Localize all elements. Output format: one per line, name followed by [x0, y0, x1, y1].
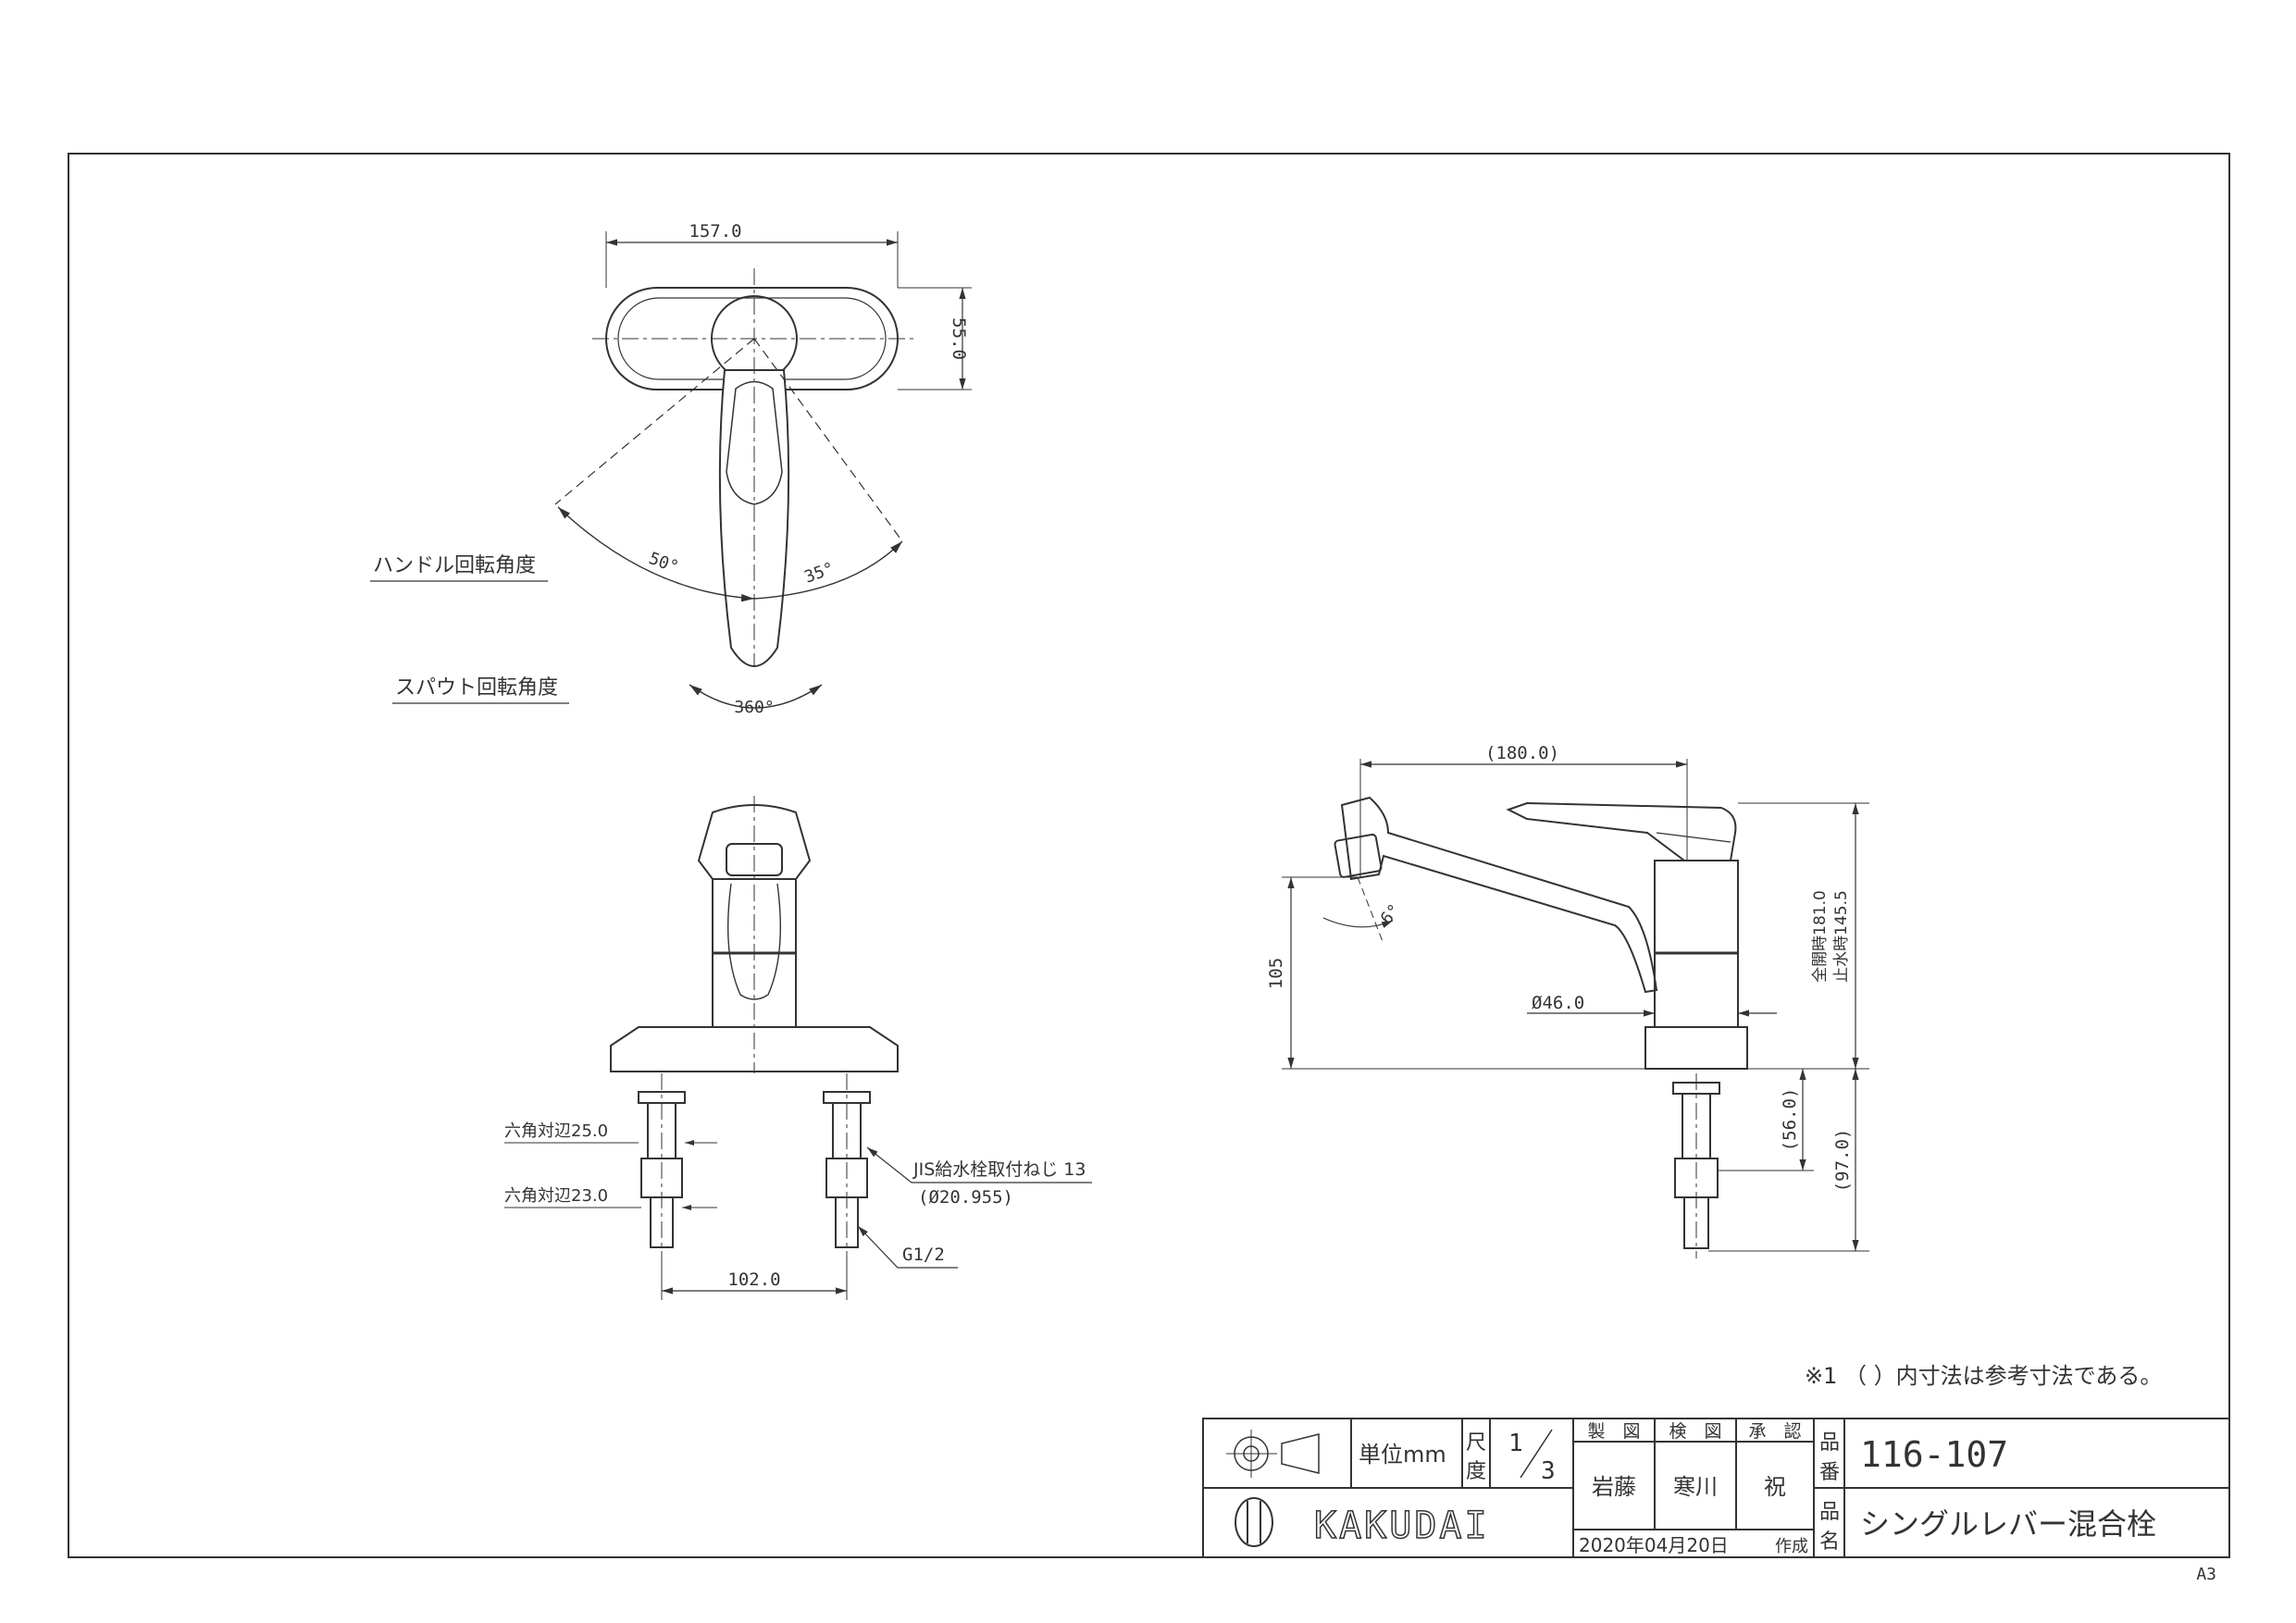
- scale-label-2: 度: [1466, 1460, 1486, 1483]
- scale-label-1: 尺: [1466, 1431, 1486, 1455]
- title-block: [1202, 1418, 2230, 1558]
- part-number: 116-107: [1860, 1434, 2008, 1475]
- side-view: [1282, 759, 1869, 1258]
- dim-height-closed: 止水時145.5: [1832, 890, 1851, 983]
- angle-outlet-label: 6°: [1377, 900, 1405, 928]
- made-label: 製 図: [1587, 1421, 1640, 1442]
- front-view: [504, 796, 1092, 1300]
- part-no-label-1: 品: [1819, 1431, 1840, 1455]
- side-lever: [1506, 801, 1737, 861]
- date-text: 2020年04月20日: [1579, 1534, 1729, 1556]
- part-no-label-2: 番: [1819, 1461, 1840, 1484]
- hex-lower-label: 六角対辺23.0: [504, 1186, 608, 1206]
- made-by: 岩藤: [1592, 1474, 1636, 1500]
- dim-front-pitch: 102.0: [727, 1270, 780, 1290]
- angle-right-label: 35°: [802, 559, 838, 588]
- dim-height-open: 全開時181.0: [1811, 890, 1830, 983]
- checked-by: 寒川: [1673, 1474, 1718, 1500]
- pipe-thread-label: G1/2: [902, 1245, 945, 1265]
- approve-label: 承 認: [1748, 1421, 1801, 1442]
- side-spout: [1340, 796, 1658, 994]
- part-name-label-2: 名: [1819, 1530, 1840, 1554]
- dim-top-width: 157.0: [689, 221, 741, 242]
- side-body: [1654, 860, 1739, 1028]
- angle-spout-label: 360°: [734, 698, 774, 717]
- jis-thread-label-2: (Ø20.955): [918, 1187, 1013, 1208]
- part-name-label-1: 品: [1819, 1501, 1840, 1524]
- dim-outlet-height: 105: [1266, 958, 1286, 989]
- dim-body-dia: Ø46.0: [1532, 993, 1584, 1013]
- dim-top-depth: 55.0: [949, 317, 969, 360]
- dim-spout-reach: (180.0): [1485, 743, 1559, 763]
- sheet-size: A3: [2196, 1565, 2216, 1584]
- spout-rotation-label: スパウト回転角度: [395, 676, 558, 700]
- scale-numerator: 1: [1508, 1430, 1523, 1457]
- top-view: [370, 231, 972, 709]
- handle-rotation-label: ハンドル回転角度: [373, 554, 536, 577]
- part-name: シングルレバー混合栓: [1860, 1506, 2156, 1542]
- front-base: [610, 1026, 899, 1072]
- approved-by: 祝: [1764, 1474, 1786, 1500]
- dim-below-deck-2: (97.0): [1832, 1129, 1853, 1193]
- check-label: 検 図: [1669, 1421, 1721, 1442]
- drawing-border: [68, 153, 2230, 1558]
- company-name: KAKUDAI: [1314, 1505, 1490, 1547]
- dim-below-deck-1: (56.0): [1780, 1088, 1800, 1152]
- jis-thread-label-1: JIS給水栓取付ねじ 13: [912, 1159, 1086, 1180]
- scale-denominator: 3: [1541, 1457, 1556, 1485]
- unit-label: 単位mm: [1359, 1442, 1446, 1468]
- hex-upper-label: 六角対辺25.0: [504, 1121, 608, 1141]
- reference-note: ※1 （ ）内寸法は参考寸法である。: [1805, 1363, 2162, 1389]
- created-label: 作成: [1775, 1537, 1808, 1556]
